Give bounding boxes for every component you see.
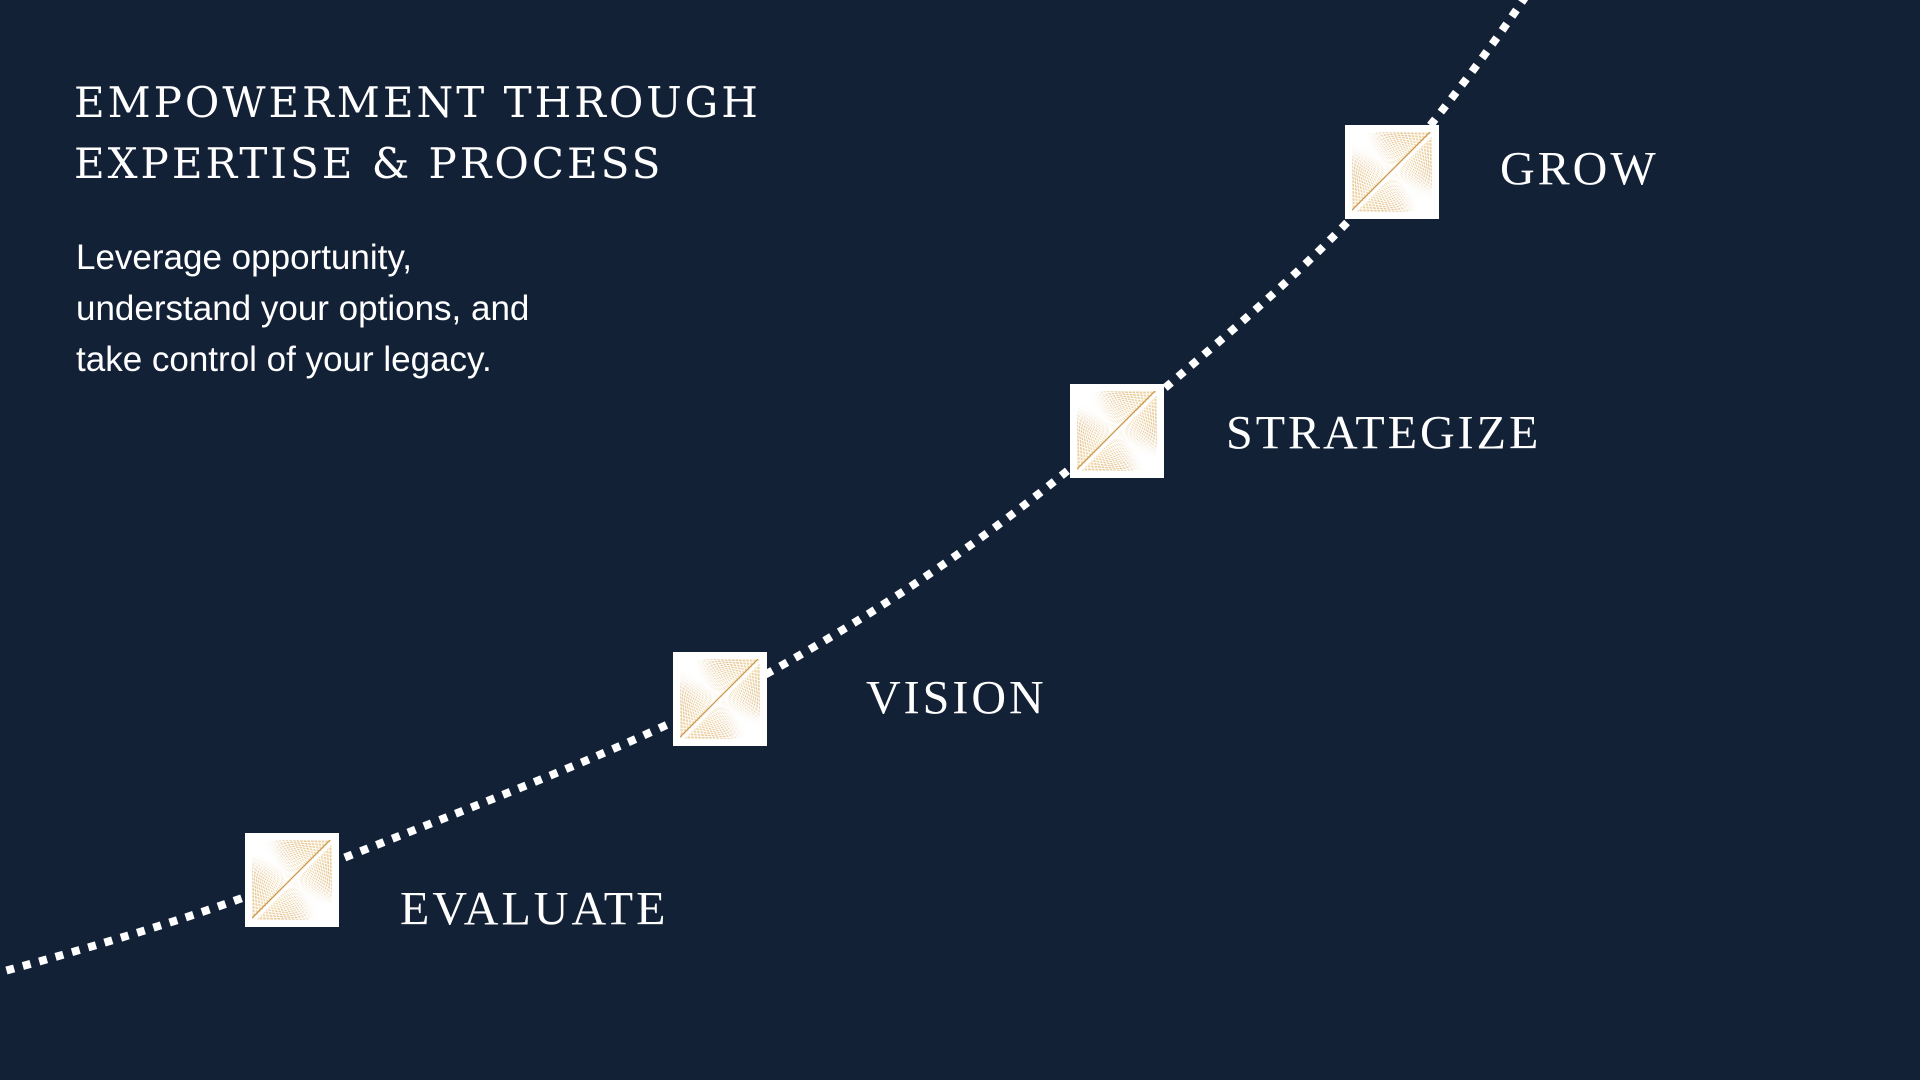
evaluate-sunburst-icon [245, 833, 339, 927]
vision-sunburst-icon [673, 652, 767, 746]
title-line-1: EMPOWERMENT THROUGH [74, 78, 761, 127]
description-line-1: Leverage opportunity, [76, 238, 412, 277]
step-label-strategize: STRATEGIZE [1226, 406, 1542, 460]
description-line-3: take control of your legacy. [76, 340, 492, 379]
description: Leverage opportunity, understand your op… [76, 232, 529, 385]
strategize-sunburst-icon [1070, 384, 1164, 478]
step-label-vision: VISION [866, 671, 1047, 725]
step-label-grow: GROW [1500, 142, 1659, 196]
description-line-2: understand your options, and [76, 289, 530, 328]
grow-sunburst-icon [1345, 125, 1439, 219]
step-label-evaluate: EVALUATE [400, 882, 669, 936]
title-line-2: EXPERTISE & PROCESS [74, 139, 664, 188]
page-title: EMPOWERMENT THROUGH EXPERTISE & PROCESS [74, 72, 761, 194]
